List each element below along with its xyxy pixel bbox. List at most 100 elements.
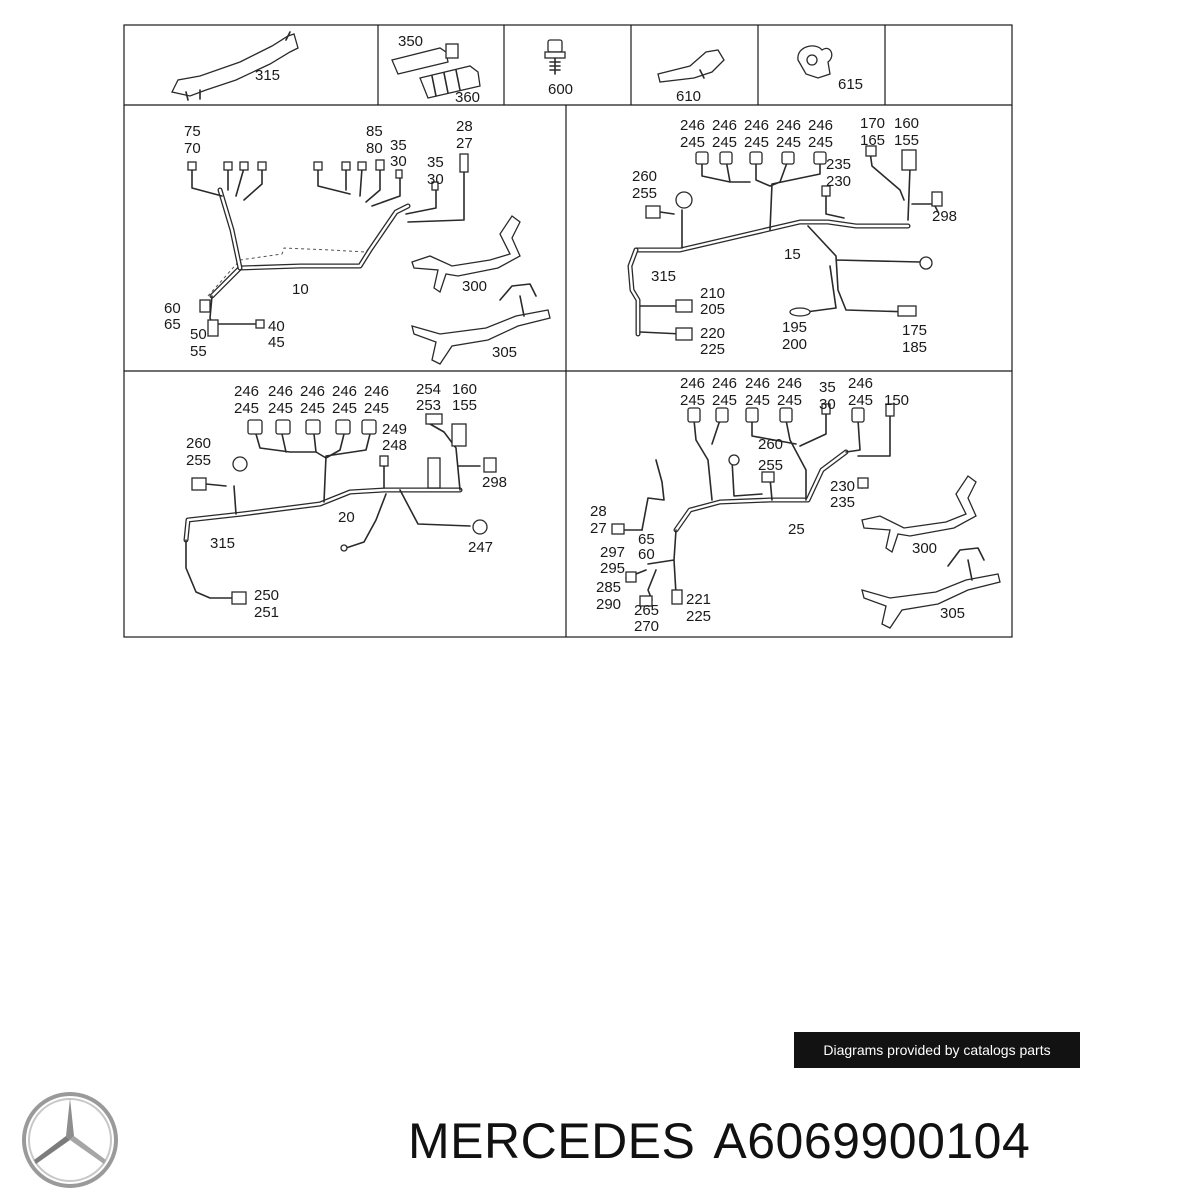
part-number-label: 246 bbox=[777, 375, 802, 392]
part-number-label: 246 bbox=[268, 383, 293, 400]
part-number-label: 315 bbox=[210, 535, 235, 552]
part-number-label: 65 bbox=[638, 531, 655, 548]
part-number-label: 315 bbox=[651, 268, 676, 285]
part-number-label: 246 bbox=[848, 375, 873, 392]
part-number-label: 245 bbox=[808, 134, 833, 151]
part-number-label: 245 bbox=[776, 134, 801, 151]
part-number-label: 360 bbox=[455, 89, 480, 106]
part-number: A6069900104 bbox=[713, 1113, 1031, 1169]
part-number-label: 235 bbox=[826, 156, 851, 173]
part-number-label: 245 bbox=[712, 392, 737, 409]
part-number-label: 27 bbox=[590, 520, 607, 537]
part-number-label: 10 bbox=[292, 281, 309, 298]
part-number-label: 246 bbox=[300, 383, 325, 400]
panel-d: 246 245 246 245 246 245 246 245 35 30 24… bbox=[590, 375, 1001, 635]
part-number-label: 220 bbox=[700, 325, 725, 342]
part-number-label: 225 bbox=[700, 341, 725, 358]
part-number-label: 65 bbox=[164, 316, 181, 333]
part-number-label: 20 bbox=[338, 509, 355, 526]
part-number-label: 45 bbox=[268, 334, 285, 351]
panel-c: 246 245 246 245 246 245 246 245 246 245 … bbox=[183, 381, 507, 621]
part-number-label: 85 bbox=[366, 123, 383, 140]
part-number-label: 25 bbox=[788, 521, 805, 538]
part-number-label: 245 bbox=[745, 392, 770, 409]
part-number-label: 200 bbox=[782, 336, 807, 353]
part-number-label: 80 bbox=[366, 140, 383, 157]
part-number-label: 35 bbox=[427, 154, 444, 171]
part-number-label: 255 bbox=[186, 452, 211, 469]
part-number-label: 270 bbox=[634, 618, 659, 635]
part-number-label: 210 bbox=[700, 285, 725, 302]
part-number-label: 60 bbox=[638, 546, 655, 563]
part-number-label: 245 bbox=[848, 392, 873, 409]
part-number-label: 75 bbox=[184, 123, 201, 140]
diagram-frame bbox=[123, 24, 1013, 638]
part-number-label: 600 bbox=[548, 81, 573, 98]
part-number-label: 155 bbox=[452, 397, 477, 414]
part-number-label: 250 bbox=[254, 587, 279, 604]
part-number-label: 28 bbox=[590, 503, 607, 520]
part-number-label: 298 bbox=[482, 474, 507, 491]
part-number-label: 246 bbox=[364, 383, 389, 400]
part-number-label: 245 bbox=[332, 400, 357, 417]
part-number-label: 248 bbox=[382, 437, 407, 454]
part-number-label: 251 bbox=[254, 604, 279, 621]
part-number-label: 230 bbox=[830, 478, 855, 495]
part-number-label: 305 bbox=[492, 344, 517, 361]
part-number-label: 15 bbox=[784, 246, 801, 263]
part-number-label: 255 bbox=[632, 185, 657, 202]
part-number-label: 175 bbox=[902, 322, 927, 339]
part-number-label: 230 bbox=[826, 173, 851, 190]
part-number-label: 30 bbox=[427, 171, 444, 188]
part-number-label: 265 bbox=[634, 602, 659, 619]
part-number-label: 246 bbox=[776, 117, 801, 134]
panel-a: 75 70 85 80 35 30 35 30 28 27 10 300 305… bbox=[164, 118, 551, 365]
part-number-label: 246 bbox=[712, 375, 737, 392]
part-number-label: 260 bbox=[186, 435, 211, 452]
part-number-label: 170 bbox=[860, 115, 885, 132]
mercedes-star-icon bbox=[22, 1092, 118, 1188]
part-number-label: 300 bbox=[462, 278, 487, 295]
part-number-label: 60 bbox=[164, 300, 181, 317]
part-number-label: 245 bbox=[364, 400, 389, 417]
part-number-label: 50 bbox=[190, 326, 207, 343]
top-label: 315 bbox=[255, 67, 280, 84]
part-number-label: 247 bbox=[468, 539, 493, 556]
part-number-label: 610 bbox=[676, 88, 701, 105]
part-number-label: 298 bbox=[932, 208, 957, 225]
part-number-label: 249 bbox=[382, 421, 407, 438]
part-number-label: 30 bbox=[390, 153, 407, 170]
part-number-label: 290 bbox=[596, 596, 621, 613]
part-number-label: 27 bbox=[456, 135, 473, 152]
part-number-label: 150 bbox=[884, 392, 909, 409]
top-cell-tie-610: 610 bbox=[657, 49, 725, 105]
part-number-label: 246 bbox=[745, 375, 770, 392]
part-number-label: 245 bbox=[300, 400, 325, 417]
part-number-label: 35 bbox=[819, 379, 836, 396]
part-number-label: 246 bbox=[680, 117, 705, 134]
part-number-label: 221 bbox=[686, 591, 711, 608]
part-number-label: 235 bbox=[830, 494, 855, 511]
part-number-label: 245 bbox=[777, 392, 802, 409]
part-number-label: 195 bbox=[782, 319, 807, 336]
part-number-label: 246 bbox=[332, 383, 357, 400]
part-number-label: 300 bbox=[912, 540, 937, 557]
part-number-label: 350 bbox=[398, 33, 423, 50]
part-number-label: 245 bbox=[680, 392, 705, 409]
part-number-label: 246 bbox=[234, 383, 259, 400]
part-number-label: 155 bbox=[894, 132, 919, 149]
part-number-label: 297 bbox=[600, 544, 625, 561]
part-number-label: 246 bbox=[712, 117, 737, 134]
part-number-label: 205 bbox=[700, 301, 725, 318]
part-number-label: 246 bbox=[808, 117, 833, 134]
part-number-label: 245 bbox=[680, 134, 705, 151]
part-number-label: 246 bbox=[744, 117, 769, 134]
part-number-label: 40 bbox=[268, 318, 285, 335]
top-cell-bolt-600: 600 bbox=[544, 39, 573, 98]
part-number-label: 615 bbox=[838, 76, 863, 93]
top-cell-clip-615: 615 bbox=[797, 45, 863, 93]
part-number-label: 160 bbox=[452, 381, 477, 398]
part-number-label: 185 bbox=[902, 339, 927, 356]
